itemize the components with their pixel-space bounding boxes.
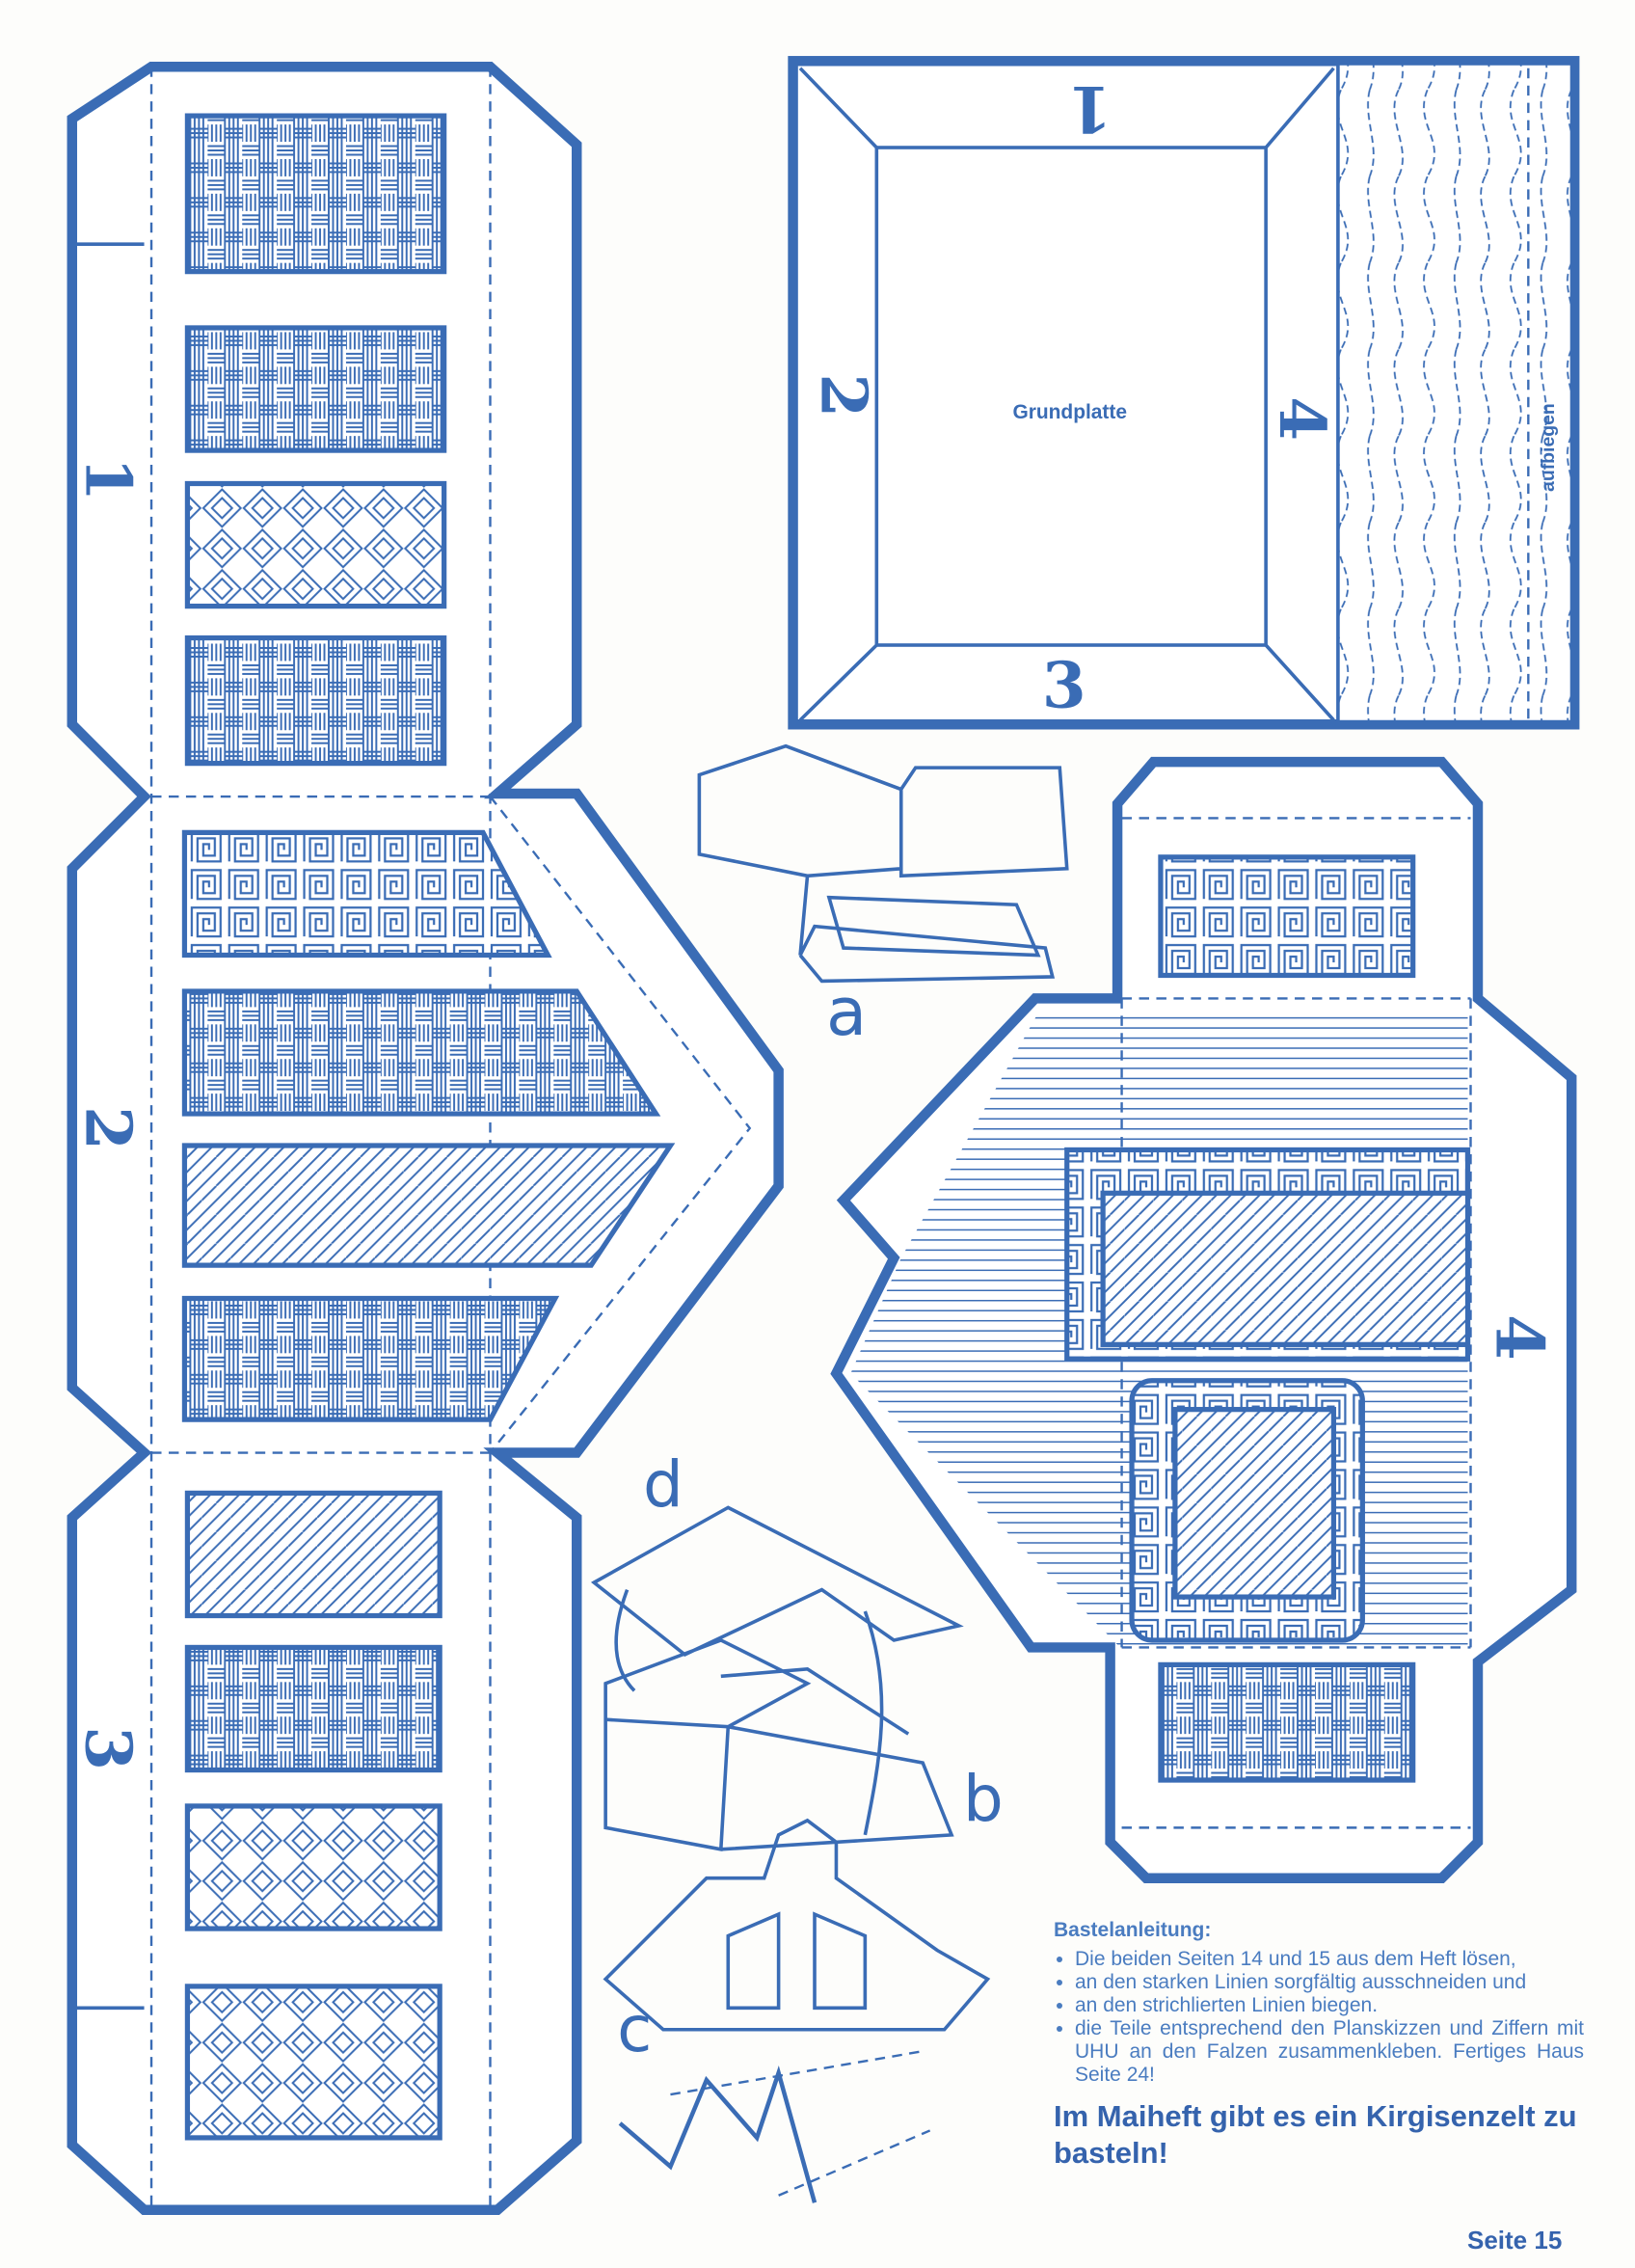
- base-plate-label: Grundplatte: [1012, 401, 1127, 423]
- panel-number-1: 1: [71, 457, 147, 501]
- sketch-label-d: d: [643, 1447, 683, 1522]
- panel-number-2: 2: [71, 1106, 147, 1150]
- fold-label: aufbiegen: [1538, 403, 1559, 492]
- base-plate: 1 2 3 4 Grundplatte aufbiegen: [788, 56, 1580, 730]
- instructions: Bastelanleitung: Die beiden Seiten 14 un…: [1054, 1919, 1584, 2172]
- edge-number-3: 3: [1042, 647, 1086, 722]
- promo-text: Im Maiheft gibt es ein Kirgisenzelt zu b…: [1054, 2099, 1577, 2170]
- page-number: Seite 15: [1467, 2226, 1563, 2254]
- sketch-d: [590, 1505, 964, 1851]
- sketch-label-a: a: [826, 974, 867, 1051]
- edge-number-4: 4: [1265, 396, 1340, 441]
- instructions-title: Bastelanleitung:: [1054, 1919, 1212, 1941]
- instruction-step: an den starken Linien sorgfältig ausschn…: [1075, 1971, 1584, 1994]
- instruction-step: Die beiden Seiten 14 und 15 aus dem Heft…: [1075, 1948, 1584, 1971]
- wall-strip: 1 2 3: [67, 62, 784, 2215]
- sketch-label-c: c: [617, 1992, 652, 2066]
- instruction-step: an den strichlierten Linien biegen.: [1075, 1994, 1584, 2017]
- panel-number-3: 3: [71, 1726, 147, 1770]
- instructions-list: Die beiden Seiten 14 und 15 aus dem Heft…: [1054, 1948, 1584, 2087]
- sketch-label-b: b: [963, 1762, 1004, 1836]
- gable-piece: 4: [830, 756, 1577, 1883]
- gable-number: 4: [1480, 1314, 1558, 1361]
- edge-number-1: 1: [1068, 71, 1112, 147]
- edge-number-2: 2: [806, 373, 881, 418]
- sketch-c: [603, 1818, 991, 2203]
- instruction-step: die Teile entsprechend den Planskizzen u…: [1075, 2017, 1584, 2087]
- sketch-a: [697, 743, 1069, 984]
